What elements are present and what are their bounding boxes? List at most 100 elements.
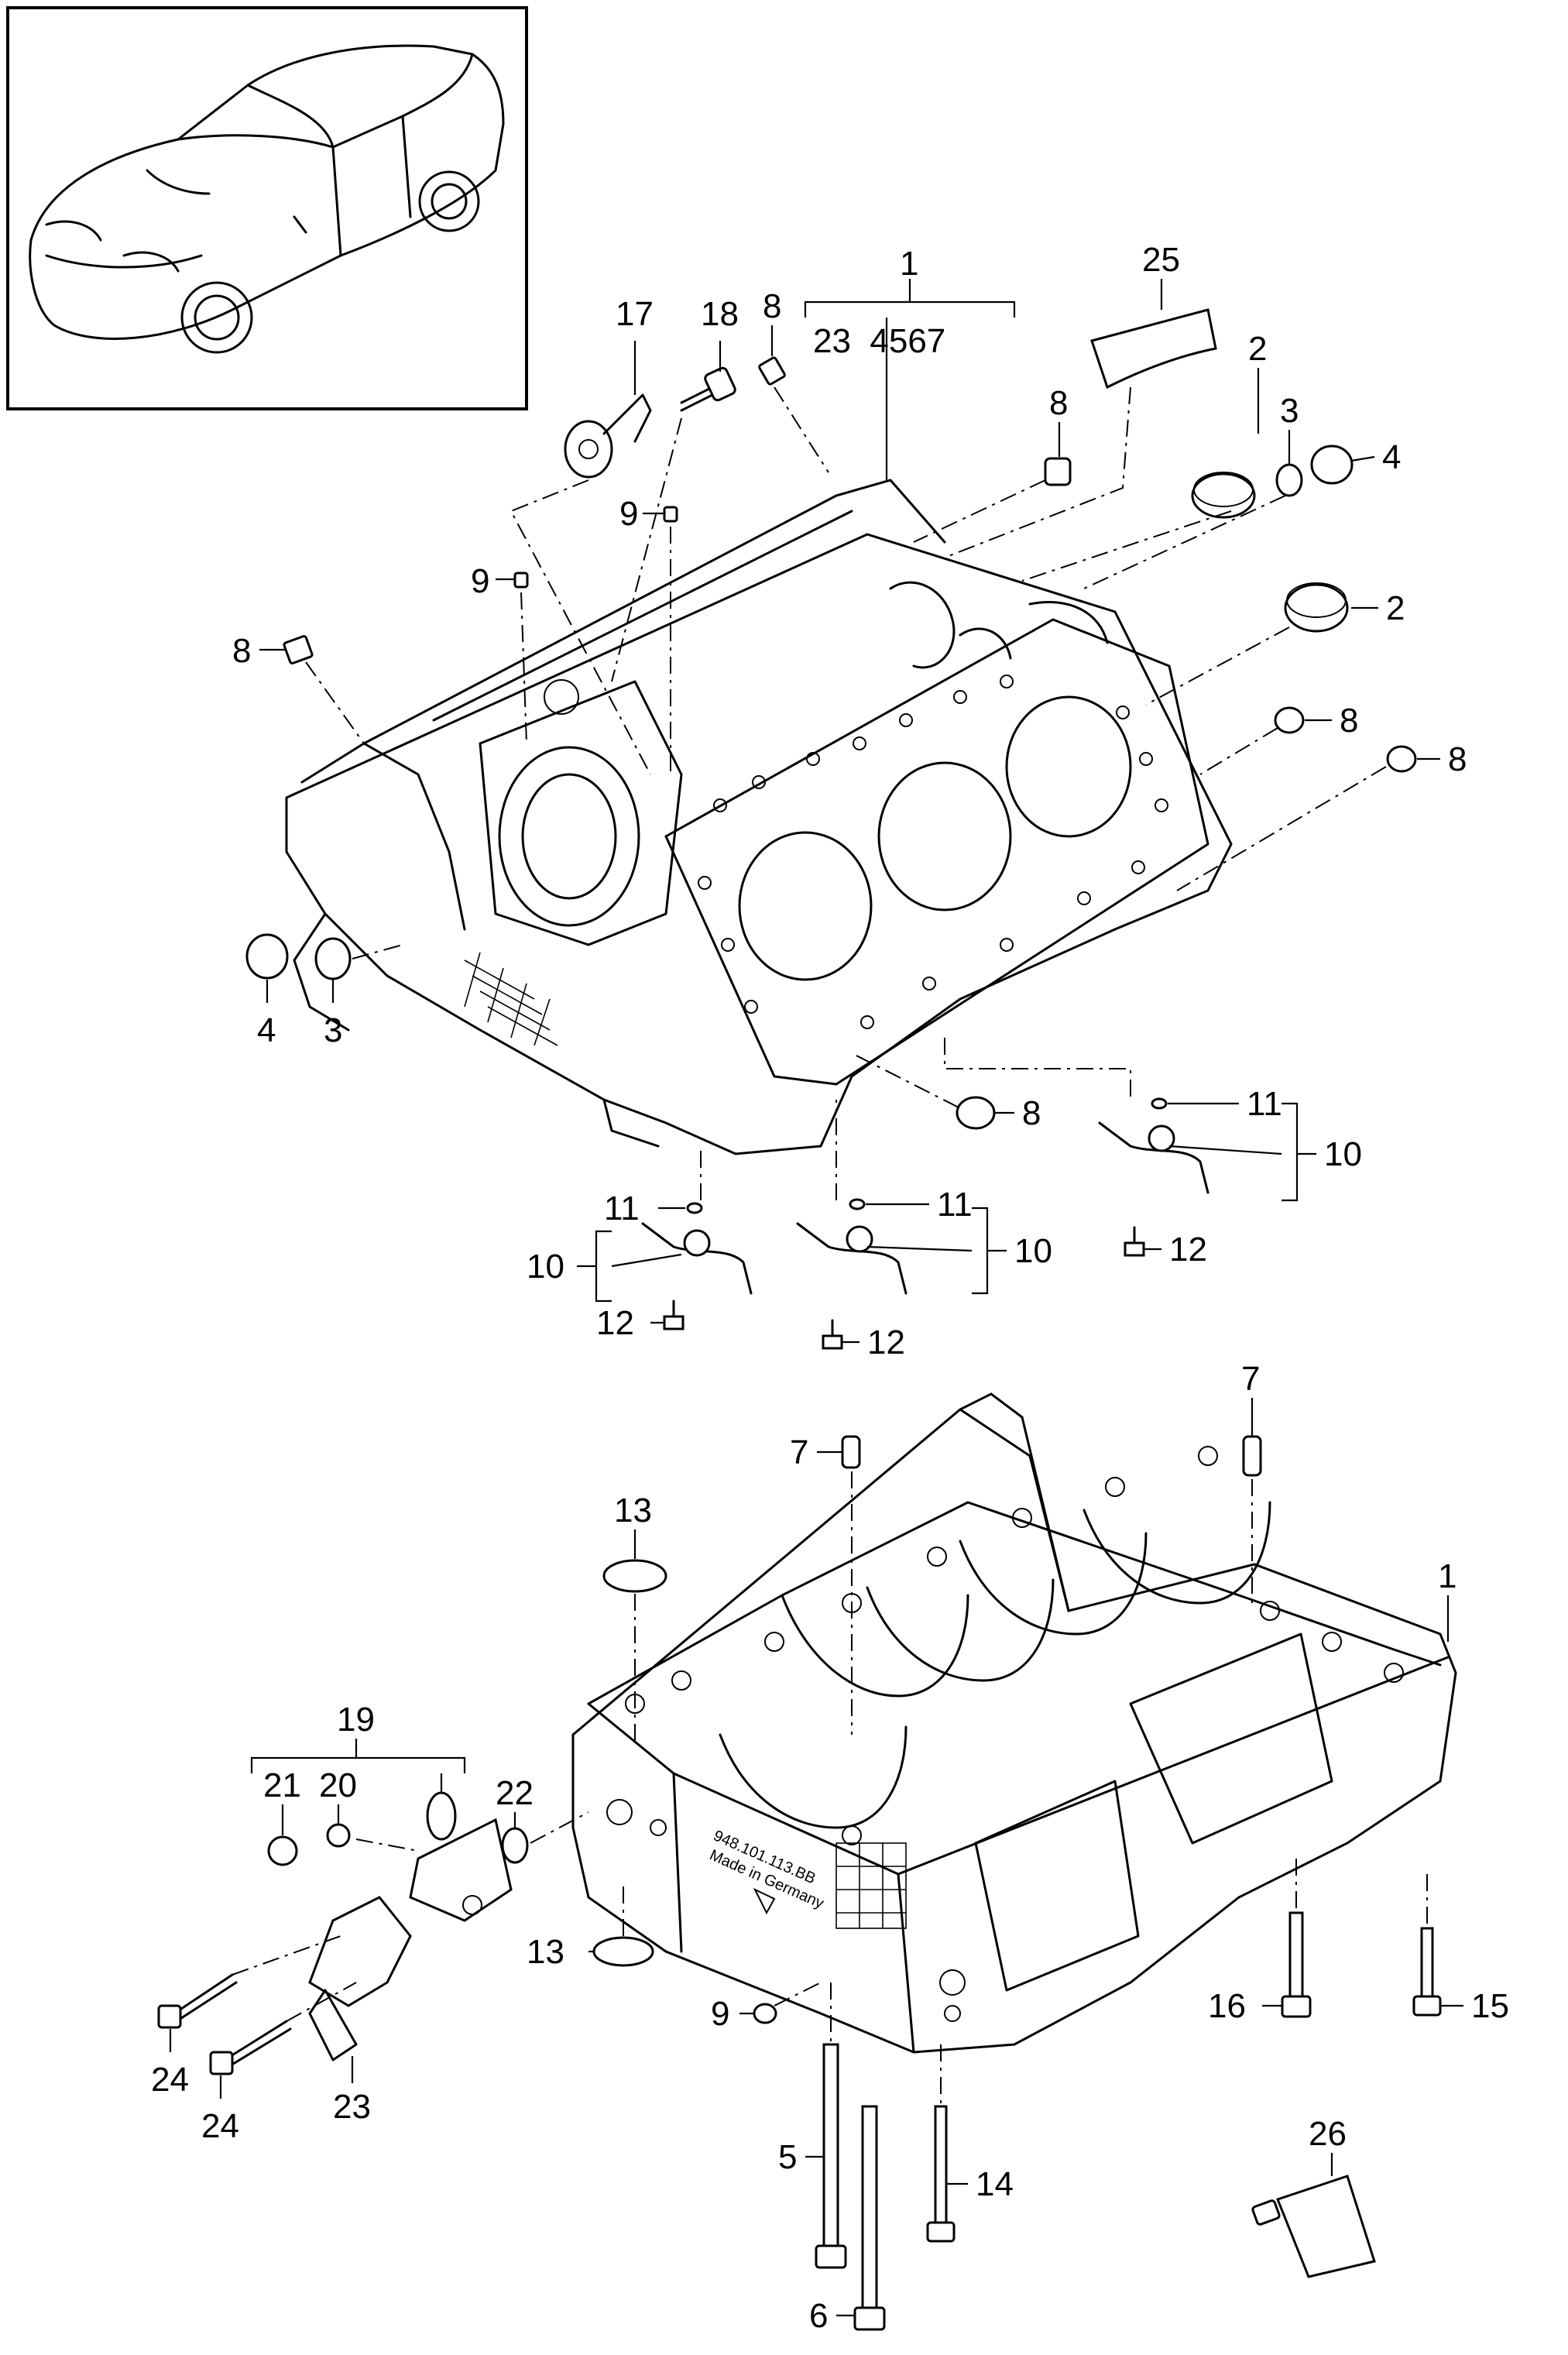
o-ring bbox=[314, 937, 352, 980]
callout-15: 15 bbox=[1471, 1987, 1509, 2025]
sealing-plug bbox=[1284, 582, 1349, 633]
callout-11: 11 bbox=[604, 1190, 640, 1227]
callout-13: 13 bbox=[614, 1492, 652, 1529]
sealant-tube bbox=[1251, 2175, 1376, 2278]
callout-12: 12 bbox=[867, 1323, 905, 1361]
nozzle-bolt bbox=[822, 1319, 843, 1350]
threaded-plug bbox=[245, 933, 289, 980]
callout-21: 21 bbox=[263, 1766, 301, 1804]
dowel-sleeve bbox=[1386, 745, 1417, 773]
dowel-sleeve bbox=[956, 1096, 996, 1130]
lower-crankcase: 948.101.113.BB Made in Germany bbox=[571, 1392, 1457, 2054]
callout-8: 8 bbox=[1022, 1094, 1041, 1132]
nozzle-bolt bbox=[1124, 1226, 1145, 1257]
callout-3: 3 bbox=[1280, 392, 1299, 430]
callout-24: 24 bbox=[151, 2061, 189, 2099]
lower-crankcase-grid bbox=[835, 1842, 907, 1929]
callout-2: 2 bbox=[1248, 330, 1267, 368]
callout-12: 12 bbox=[596, 1304, 634, 1342]
callout-10: 10 bbox=[1324, 1135, 1362, 1173]
seal-ring bbox=[686, 1202, 703, 1214]
parts bbox=[157, 308, 1442, 2331]
small-plug bbox=[663, 506, 678, 523]
callout-3: 3 bbox=[324, 1011, 342, 1049]
callout-8: 8 bbox=[763, 287, 781, 325]
callout-18: 18 bbox=[701, 295, 739, 333]
callout-8: 8 bbox=[1049, 384, 1068, 422]
flange-bolt bbox=[209, 2020, 292, 2075]
callout-8: 8 bbox=[232, 632, 251, 670]
crest-icon bbox=[753, 1887, 776, 1915]
callout-10: 10 bbox=[527, 1248, 564, 1286]
pump-housing bbox=[308, 1896, 412, 2061]
callout-1: 1 bbox=[1438, 1557, 1456, 1595]
o-ring bbox=[1275, 463, 1303, 497]
o-ring bbox=[602, 1559, 667, 1593]
oil-spray-nozzle bbox=[641, 1222, 753, 1295]
oil-spray-nozzle bbox=[796, 1222, 908, 1295]
sensor-bolt bbox=[680, 366, 736, 412]
callout-6: 6 bbox=[809, 2297, 828, 2335]
upper-crankcase bbox=[285, 479, 1233, 1155]
callout-11: 11 bbox=[1247, 1085, 1282, 1123]
bearing-shell bbox=[1090, 308, 1217, 390]
long-bolt bbox=[815, 2043, 847, 2269]
callout-12: 12 bbox=[1169, 1231, 1207, 1268]
callout-26: 26 bbox=[1309, 2115, 1347, 2153]
threaded-plug bbox=[1310, 445, 1354, 485]
callout-labels: 1 23 4567 25 17 18 8 8 2 3 4 2 8 8 9 9 8… bbox=[151, 241, 1509, 2335]
car-silhouette-icon bbox=[29, 44, 505, 354]
o-ring bbox=[326, 1823, 351, 1848]
vehicle-thumbnail bbox=[6, 6, 528, 410]
callout-9: 9 bbox=[471, 562, 489, 600]
medium-bolt bbox=[926, 2105, 956, 2243]
callout-17: 17 bbox=[616, 295, 654, 333]
callout-8: 8 bbox=[1448, 740, 1467, 778]
callout-20: 20 bbox=[319, 1766, 357, 1804]
dowel-sleeve bbox=[1274, 706, 1305, 734]
medium-bolt bbox=[1412, 1927, 1442, 2017]
small-plug bbox=[513, 572, 529, 589]
o-ring bbox=[501, 1827, 529, 1864]
callout-4: 4 bbox=[257, 1011, 276, 1049]
callout-25: 25 bbox=[1142, 241, 1180, 279]
callout-1: 1 bbox=[900, 245, 918, 283]
callout-5: 5 bbox=[778, 2138, 797, 2176]
seal-ring bbox=[849, 1198, 866, 1210]
callout-9: 9 bbox=[711, 1995, 729, 2033]
oil-spray-nozzle bbox=[1098, 1121, 1209, 1194]
dowel-sleeve bbox=[1044, 457, 1072, 486]
callout-1-group: 23 4567 bbox=[813, 322, 945, 360]
callout-23: 23 bbox=[333, 2088, 371, 2126]
o-ring bbox=[592, 1936, 654, 1967]
callout-22: 22 bbox=[496, 1774, 534, 1812]
plug bbox=[267, 1835, 298, 1866]
callout-4: 4 bbox=[1382, 438, 1401, 476]
callout-2: 2 bbox=[1386, 589, 1405, 627]
pump-flange bbox=[409, 1791, 513, 1922]
callout-7: 7 bbox=[790, 1433, 808, 1471]
callout-11: 11 bbox=[937, 1186, 973, 1224]
flange-bolt bbox=[157, 1973, 238, 2029]
callout-16: 16 bbox=[1208, 1987, 1246, 2025]
callout-13: 13 bbox=[527, 1933, 564, 1971]
callout-8: 8 bbox=[1340, 702, 1358, 740]
small-plug bbox=[753, 2003, 777, 2024]
callout-7: 7 bbox=[1241, 1360, 1260, 1398]
dowel-pin bbox=[1242, 1435, 1262, 1477]
callout-19: 19 bbox=[337, 1701, 375, 1739]
seal-ring bbox=[1151, 1097, 1168, 1110]
callout-10: 10 bbox=[1014, 1232, 1052, 1270]
dowel-sleeve bbox=[283, 635, 314, 664]
dowel-pin bbox=[841, 1435, 861, 1469]
sealing-plug bbox=[1191, 472, 1256, 519]
callout-9: 9 bbox=[619, 495, 638, 533]
nozzle-bolt bbox=[663, 1299, 684, 1330]
callout-14: 14 bbox=[976, 2165, 1014, 2203]
knock-sensor bbox=[564, 393, 652, 479]
callout-24: 24 bbox=[201, 2107, 239, 2145]
medium-bolt bbox=[1281, 1911, 1312, 2018]
dowel-sleeve bbox=[758, 356, 786, 386]
